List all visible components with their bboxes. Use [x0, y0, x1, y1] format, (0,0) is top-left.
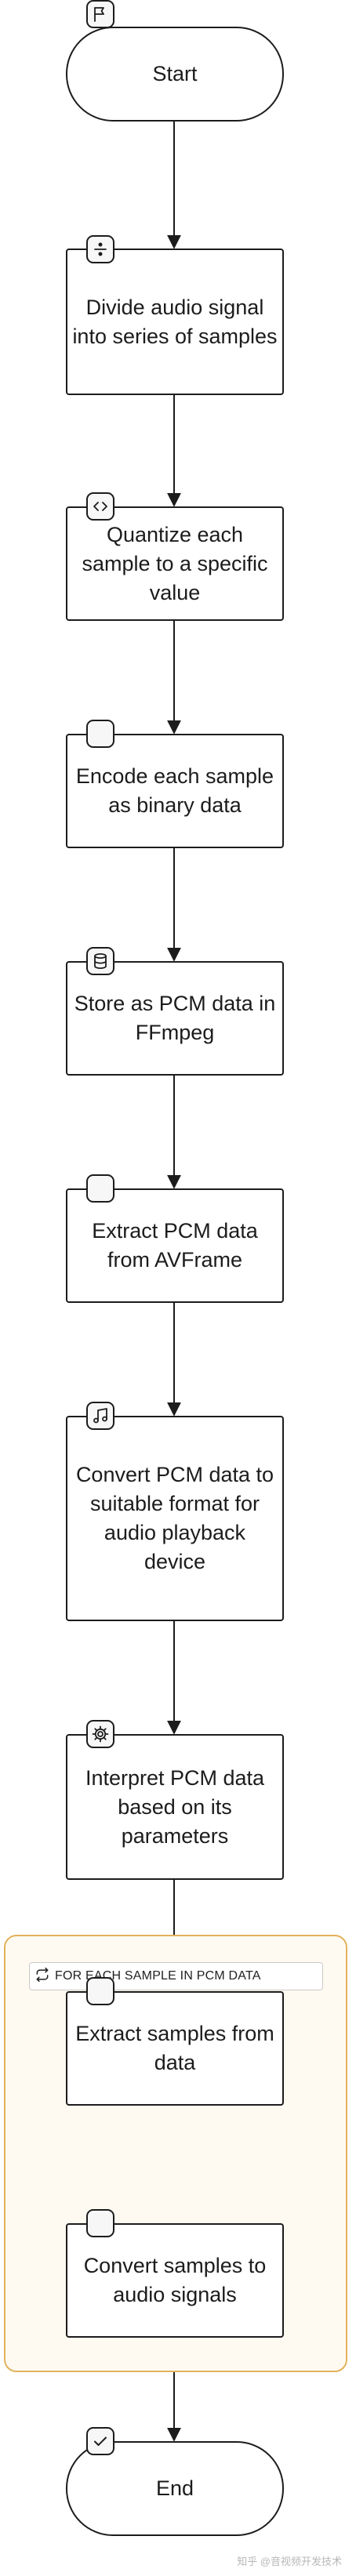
loop-label-text: FOR EACH SAMPLE IN PCM DATA: [55, 1969, 261, 1983]
watermark: 知乎 @音视频开发技术: [237, 2556, 342, 2567]
gear-icon: [86, 1720, 114, 1748]
step-extract-avframe[interactable]: Extract PCM data from AVFrame: [66, 1188, 284, 1303]
end-label: End: [155, 2476, 194, 2500]
step-interpret-pcm-label: Interpret PCM data based on its paramete…: [85, 1765, 265, 1848]
step-encode-binary[interactable]: Encode each sample as binary data: [66, 734, 284, 848]
step-convert-format[interactable]: Convert PCM data to suitable format for …: [66, 1416, 284, 1621]
step-encode-binary-label: Encode each sample as binary data: [75, 764, 274, 817]
step-quantize-sample-label: Quantize each sample to a specific value: [82, 522, 268, 604]
loop-label: FOR EACH SAMPLE IN PCM DATA: [29, 1962, 323, 1990]
step-extract-avframe-label: Extract PCM data from AVFrame: [92, 1219, 258, 1272]
step-convert-signals[interactable]: Convert samples to audio signals: [66, 2223, 284, 2338]
step-quantize-sample[interactable]: Quantize each sample to a specific value: [66, 506, 284, 621]
start-label: Start: [152, 62, 198, 85]
start-terminal[interactable]: Start: [66, 27, 284, 122]
step-convert-signals-label: Convert samples to audio signals: [83, 2254, 267, 2306]
flag-icon: [86, 0, 114, 28]
blank-icon: [86, 720, 114, 748]
blank-icon: [86, 1977, 114, 2005]
blank-icon: [86, 1174, 114, 1203]
step-extract-samples[interactable]: Extract samples from data: [66, 1991, 284, 2106]
divide-icon: [86, 235, 114, 263]
step-interpret-pcm[interactable]: Interpret PCM data based on its paramete…: [66, 1734, 284, 1880]
step-store-pcm[interactable]: Store as PCM data in FFmpeg: [66, 961, 284, 1076]
music-note-icon: [86, 1402, 114, 1430]
step-divide-signal[interactable]: Divide audio signal into series of sampl…: [66, 249, 284, 395]
blank-icon: [86, 2209, 114, 2237]
step-convert-format-label: Convert PCM data to suitable format for …: [75, 1463, 274, 1573]
repeat-icon: [35, 1967, 50, 1986]
step-divide-signal-label: Divide audio signal into series of sampl…: [72, 295, 278, 348]
checkmark-icon: [86, 2427, 114, 2455]
step-extract-samples-label: Extract samples from data: [75, 2022, 274, 2074]
end-terminal[interactable]: End: [66, 2441, 284, 2536]
database-icon: [86, 947, 114, 975]
step-store-pcm-label: Store as PCM data in FFmpeg: [74, 992, 276, 1044]
code-icon: [86, 492, 114, 521]
